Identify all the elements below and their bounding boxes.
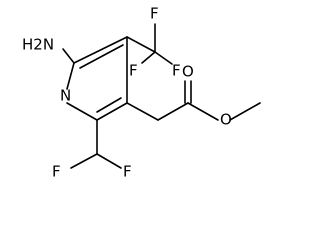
- bond-c4-ch2: [126, 102, 159, 121]
- carbonyl-oxygen-label: O: [182, 63, 194, 81]
- molecule-diagram: H2N N F F F O O F F: [22, 4, 261, 181]
- bond-c5-n: [66, 102, 98, 121]
- bond-c2-c3: [73, 36, 128, 64]
- bond-amino: [62, 48, 75, 64]
- bond-c4-c5-inner: [96, 97, 122, 113]
- fluorine-cf3-left-label: F: [129, 62, 138, 80]
- bond-n-c2: [66, 62, 75, 90]
- structure-svg: H2N N F F F O O F F: [22, 5, 261, 181]
- ring-nitrogen-label: N: [60, 87, 71, 105]
- bond-c4-c5: [96, 102, 128, 121]
- ester-oxygen-label: O: [220, 111, 232, 129]
- bond-ch2-carbonyl: [157, 102, 189, 121]
- bond-chf2-f-right: [96, 153, 122, 169]
- fluorine-cf3-top-label: F: [150, 5, 159, 23]
- bond-c3-cf3: [126, 36, 156, 53]
- bond-c2-c3-inner: [79, 44, 124, 69]
- fluorine-chf2-left-label: F: [52, 163, 61, 181]
- bond-cf3-f-left: [141, 51, 156, 64]
- bond-carbonyl-o: [187, 102, 219, 121]
- bond-o-methyl: [229, 102, 261, 121]
- bond-chf2-f-left: [70, 153, 98, 169]
- fluorine-chf2-right-label: F: [123, 163, 132, 181]
- amino-label: H2N: [22, 36, 54, 54]
- bond-cf3-f-right: [154, 51, 173, 65]
- fluorine-cf3-right-label: F: [172, 62, 181, 80]
